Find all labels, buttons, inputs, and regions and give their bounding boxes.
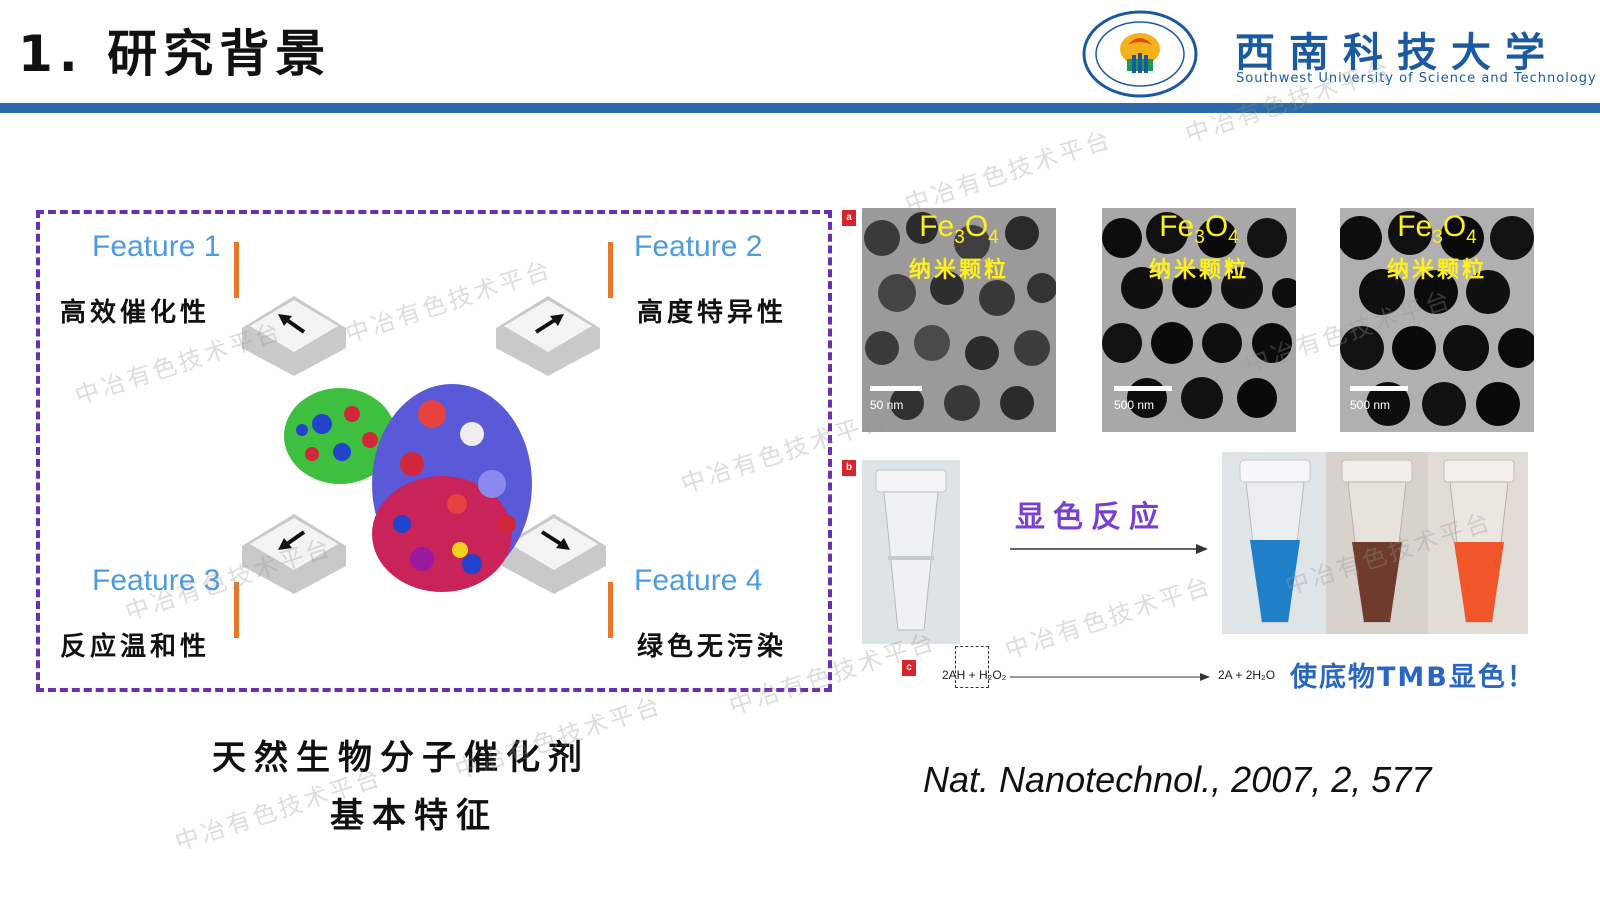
university-name-en: Southwest University of Science and Tech… xyxy=(1236,71,1597,86)
tem-2-scalebar xyxy=(1114,386,1172,391)
colored-tubes-photo xyxy=(1222,452,1528,634)
control-tube-photo xyxy=(862,460,960,644)
tem-2-label: 纳米颗粒 xyxy=(1148,258,1249,283)
feature-2-title: Feature 2 xyxy=(634,230,763,263)
left-caption-line2: 基本特征 xyxy=(330,796,498,836)
tem-image-2: Fe3O4 纳米颗粒 500 nm xyxy=(1102,208,1296,432)
tem-1-scale-label: 50 nm xyxy=(870,398,904,412)
h2o2-highlight-box xyxy=(955,646,989,688)
feature-3-accent-bar xyxy=(234,582,239,638)
tem-1-material: Fe3O4 xyxy=(919,210,999,248)
feature-3-desc: 反应温和性 xyxy=(60,632,211,662)
feature-2-desc: 高度特异性 xyxy=(637,298,788,328)
university-name-cn: 西南科技大学 xyxy=(1235,30,1559,76)
feature-2-accent-bar xyxy=(608,242,613,298)
color-reaction-label: 显色反应 xyxy=(1015,500,1167,535)
tem-1-scalebar xyxy=(870,386,922,391)
tem-particles-1 xyxy=(864,212,1056,421)
feature-1-accent-bar xyxy=(234,242,239,298)
feature-3-title: Feature 3 xyxy=(92,564,221,597)
tem-image-3: Fe3O4 纳米颗粒 500 nm xyxy=(1340,208,1534,432)
tem-3-material: Fe3O4 xyxy=(1397,210,1477,248)
tmb-color-label: 使底物TMB显色！ xyxy=(1290,662,1536,693)
arrow-down-right-icon xyxy=(502,514,606,594)
equation-reactants: 2AH + H₂O₂ xyxy=(942,668,1007,682)
arrow-up-right-icon xyxy=(496,296,600,376)
watermark: 中冶有色技术平台 xyxy=(901,125,1116,219)
tem-image-1: Fe3O4 纳米颗粒 50 nm xyxy=(862,208,1056,432)
watermark: 中冶有色技术平台 xyxy=(1001,571,1216,665)
citation: Nat. Nanotechnol., 2007, 2, 577 xyxy=(923,759,1432,800)
tem-2-scale-label: 500 nm xyxy=(1114,398,1155,412)
panel-tag-b: b xyxy=(842,460,856,476)
panel-tag-a: a xyxy=(842,210,856,226)
tem-2-material: Fe3O4 xyxy=(1159,210,1239,248)
tem-3-label: 纳米颗粒 xyxy=(1386,258,1487,283)
feature-4-accent-bar xyxy=(608,582,613,638)
reaction-arrow-icon xyxy=(1010,544,1208,554)
arrow-down-left-icon xyxy=(242,514,346,594)
enzyme-protein-illustration xyxy=(284,384,532,592)
features-frame xyxy=(36,210,832,692)
tem-3-scale-label: 500 nm xyxy=(1350,398,1391,412)
feature-1-desc: 高效催化性 xyxy=(60,298,211,328)
tem-3-scalebar xyxy=(1350,386,1408,391)
feature-4-desc: 绿色无污染 xyxy=(637,632,788,662)
arrow-up-left-icon xyxy=(242,296,346,376)
equation-products: 2A + 2H₂O xyxy=(1218,668,1276,682)
panel-tag-c: c xyxy=(902,660,916,676)
university-seal-logo xyxy=(1082,10,1198,98)
tem-1-label: 纳米颗粒 xyxy=(908,258,1009,283)
equation-arrow-icon xyxy=(1010,673,1210,681)
tem-particles-3 xyxy=(1340,211,1534,426)
page-title: 1. 研究背景 xyxy=(18,25,332,83)
left-caption-line1: 天然生物分子催化剂 xyxy=(212,738,590,778)
feature-1-title: Feature 1 xyxy=(92,230,221,263)
header-divider xyxy=(0,103,1600,113)
feature-4-title: Feature 4 xyxy=(634,564,763,597)
